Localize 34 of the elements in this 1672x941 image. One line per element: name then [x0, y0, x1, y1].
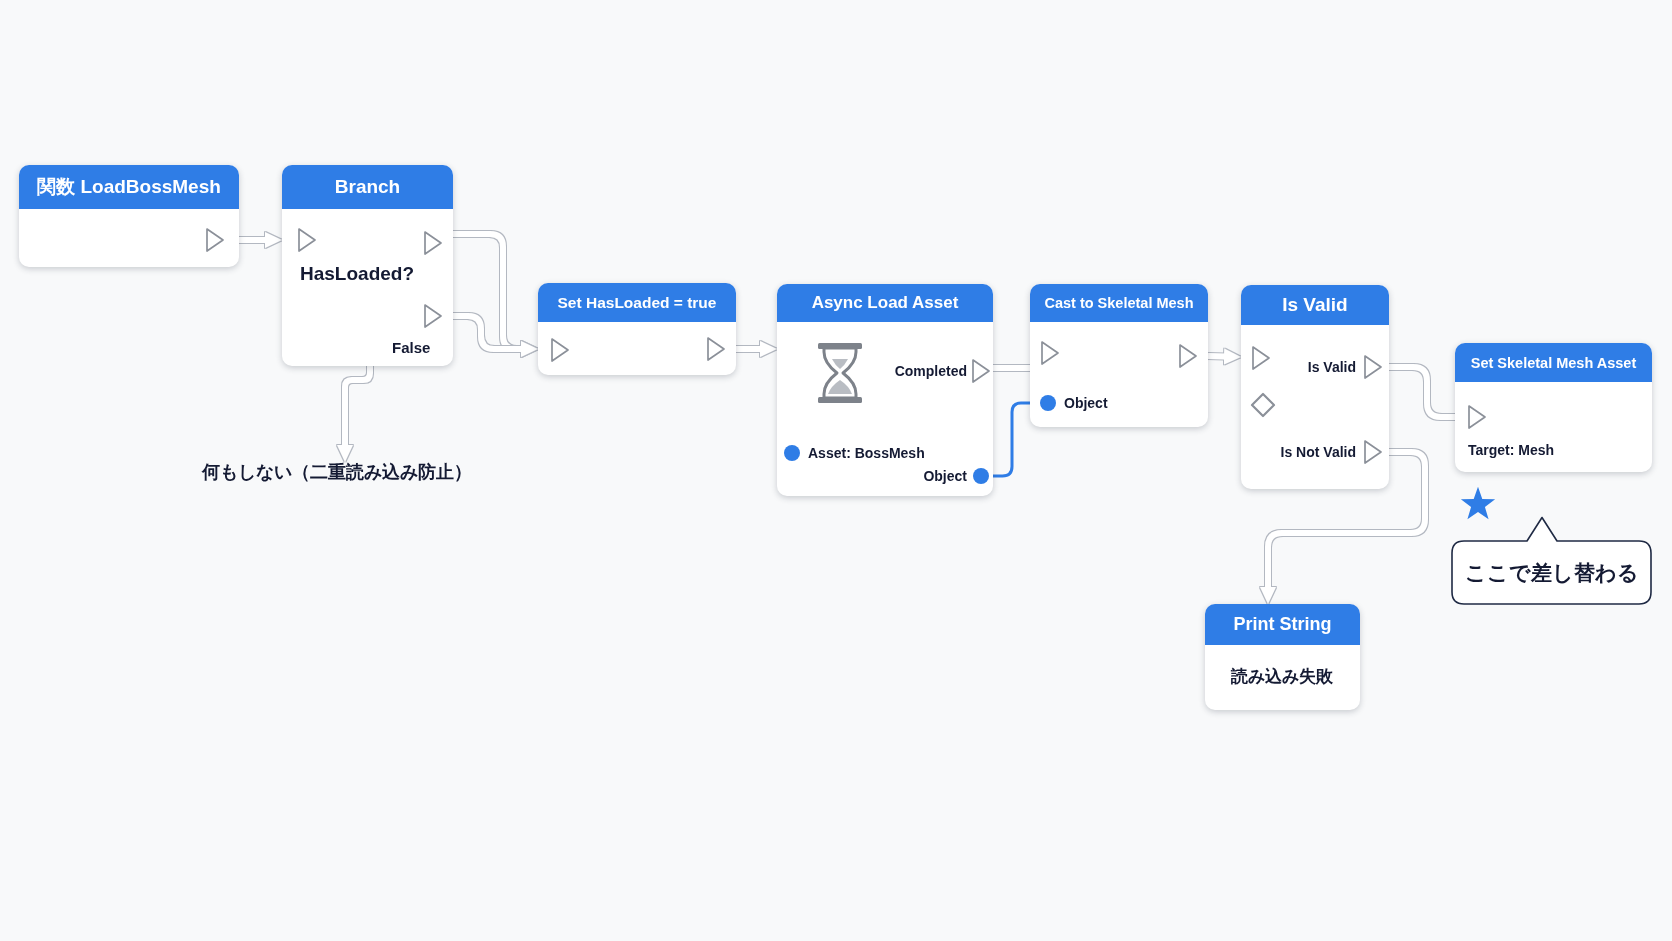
node-card — [1455, 343, 1652, 472]
pin-label: Completed — [894, 362, 967, 380]
pin-label: Object — [1064, 394, 1108, 412]
connector — [993, 401, 1030, 478]
node-header: Print String — [1205, 604, 1360, 645]
arrow — [1207, 348, 1241, 365]
node-header: Set Skeletal Mesh Asset — [1455, 343, 1652, 382]
node-card — [1030, 284, 1208, 427]
node-header: Cast to Skeletal Mesh — [1030, 284, 1208, 322]
node-card — [538, 283, 736, 375]
pin-label: Object — [923, 467, 967, 485]
node-card — [282, 165, 453, 366]
arrow — [239, 232, 282, 248]
pin-label: Is Valid — [1307, 358, 1356, 376]
pin-label: False — [392, 339, 431, 357]
node-header: Async Load Asset — [777, 284, 993, 322]
node-card — [1241, 285, 1389, 489]
note-text: 何もしない（二重読み込み防止） — [202, 462, 472, 484]
condition-label: HasLoaded? — [300, 262, 415, 286]
arrow — [736, 341, 777, 357]
pin-label: Target: Mesh — [1468, 441, 1555, 459]
node-header: Is Valid — [1241, 285, 1389, 325]
node-header: Branch — [282, 165, 453, 209]
node-card — [1205, 604, 1360, 710]
node-header: Set HasLoaded = true — [538, 283, 736, 322]
pin-label: Asset: BossMesh — [808, 444, 925, 462]
message-text: 読み込み失敗 — [1231, 666, 1333, 688]
speech-bubble: ここで差し替わる — [1451, 516, 1652, 606]
connector — [993, 365, 1030, 371]
node-header: 関数 LoadBossMesh — [19, 165, 239, 209]
node-card — [777, 284, 993, 496]
arrow — [337, 366, 373, 462]
node-card — [19, 165, 239, 267]
pin-label: Is Not Valid — [1280, 443, 1356, 461]
